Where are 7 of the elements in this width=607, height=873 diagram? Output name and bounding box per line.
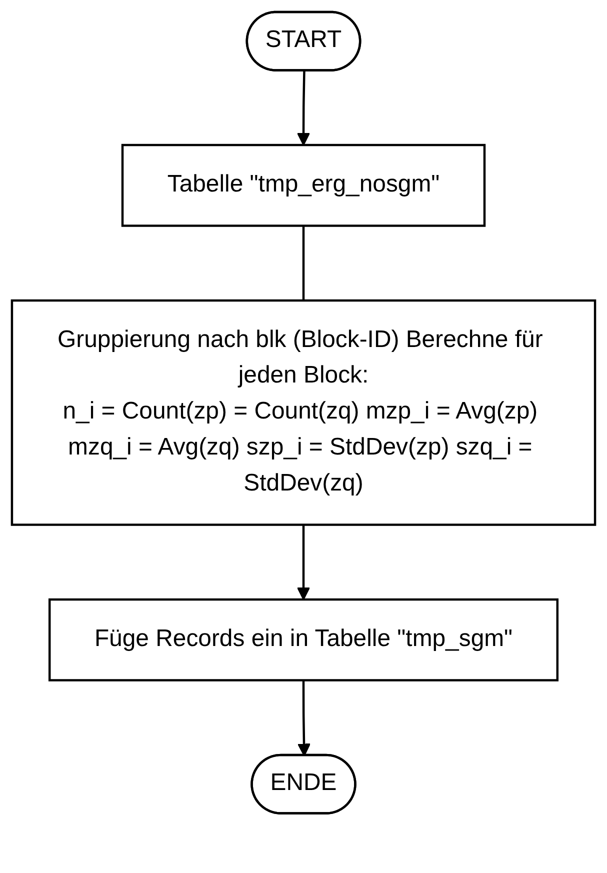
- node-box: Tabelle "tmp_erg_nosgm": [121, 144, 486, 227]
- arrow: [296, 524, 310, 600]
- arrow: [296, 70, 310, 146]
- node-box: Gruppierung nach blk (Block-ID) Berechne für jeden Block: n_i = Count(zp) = Count(zq) mzp_i = Avg(zp) mzq_i = Avg(zq) szp_i = StdDev(zp) szq_i = StdDev(zq): [10, 299, 596, 526]
- node-box: Füge Records ein in Tabelle "tmp_sgm": [48, 598, 559, 682]
- connector: [302, 226, 305, 300]
- arrow: [297, 680, 311, 756]
